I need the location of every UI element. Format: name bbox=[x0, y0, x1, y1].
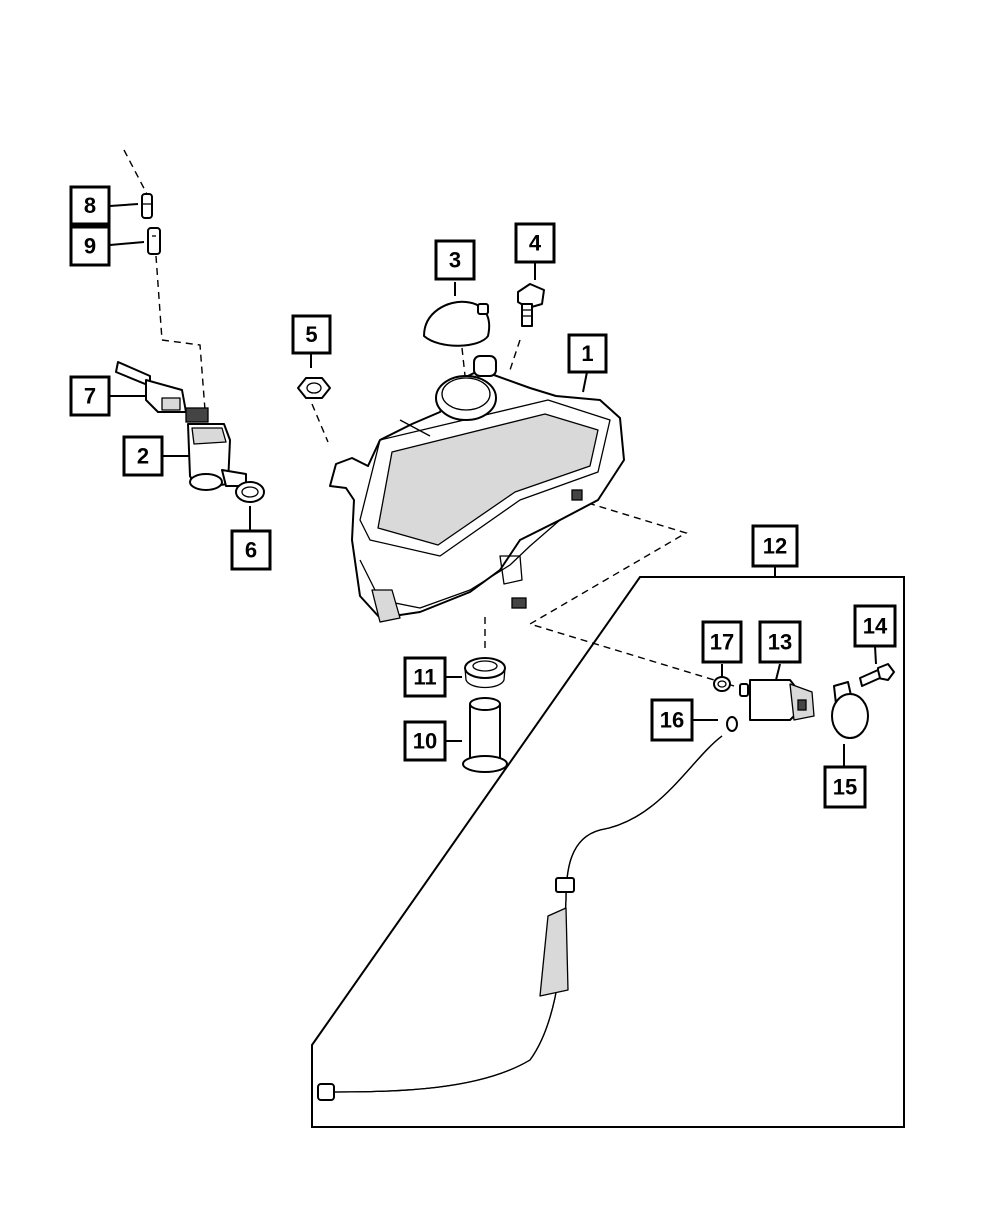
callout-8: 8 bbox=[69, 185, 111, 226]
washer-hose-part bbox=[317, 735, 723, 1101]
clamp-15-part bbox=[831, 681, 869, 739]
washer-pump-part bbox=[185, 407, 247, 491]
callout-12: 12 bbox=[751, 524, 799, 568]
callout-label: 14 bbox=[863, 614, 888, 639]
callout-label: 3 bbox=[449, 248, 461, 273]
callout-label: 10 bbox=[413, 729, 437, 754]
grommet-17-part bbox=[713, 676, 731, 692]
callout-2: 2 bbox=[122, 435, 164, 477]
wiring-connector-part bbox=[115, 361, 187, 413]
callout-16: 16 bbox=[650, 698, 694, 742]
callout-13: 13 bbox=[758, 620, 802, 664]
grommet-6-part bbox=[235, 481, 265, 503]
bolt-part bbox=[517, 283, 545, 327]
callout-1: 1 bbox=[567, 333, 608, 374]
callout-9: 9 bbox=[69, 225, 111, 267]
callout-label: 13 bbox=[768, 630, 792, 655]
callout-label: 5 bbox=[305, 322, 317, 347]
callout-label: 11 bbox=[413, 665, 436, 690]
callout-15: 15 bbox=[823, 765, 867, 809]
callout-14: 14 bbox=[853, 604, 897, 648]
seal-11-part bbox=[464, 657, 506, 689]
callout-label: 1 bbox=[581, 341, 593, 366]
leader-lines bbox=[109, 203, 877, 767]
callout-11: 11 bbox=[403, 656, 447, 698]
callout-label: 9 bbox=[84, 234, 96, 259]
callout-label: 16 bbox=[660, 708, 684, 733]
callout-4: 4 bbox=[514, 222, 556, 264]
hose-fitting-8-part bbox=[141, 193, 153, 219]
filler-cap-part bbox=[423, 300, 491, 347]
callout-7: 7 bbox=[69, 375, 111, 417]
pump-13-part bbox=[739, 679, 815, 721]
bolt-14-part bbox=[859, 663, 895, 687]
callout-3: 3 bbox=[434, 239, 476, 281]
dashed-routing-lines bbox=[123, 149, 735, 687]
filter-tube-part bbox=[462, 697, 508, 773]
callout-10: 10 bbox=[403, 720, 447, 762]
washer-reservoir-part bbox=[329, 355, 625, 623]
hose-connector-9-part bbox=[147, 227, 161, 255]
callout-5: 5 bbox=[291, 314, 332, 355]
o-ring-16-part bbox=[726, 716, 738, 732]
nut-part bbox=[297, 377, 331, 399]
callout-label: 12 bbox=[763, 534, 787, 559]
callout-label: 15 bbox=[833, 775, 857, 800]
callout-label: 6 bbox=[245, 538, 257, 563]
callout-6: 6 bbox=[230, 529, 272, 571]
callout-label: 7 bbox=[84, 384, 96, 409]
callout-label: 17 bbox=[710, 630, 734, 655]
callout-label: 4 bbox=[529, 231, 542, 256]
callout-label: 2 bbox=[137, 444, 149, 469]
callout-label: 8 bbox=[84, 193, 96, 218]
callout-17: 17 bbox=[701, 620, 743, 664]
kit-12-outline bbox=[311, 576, 905, 1128]
